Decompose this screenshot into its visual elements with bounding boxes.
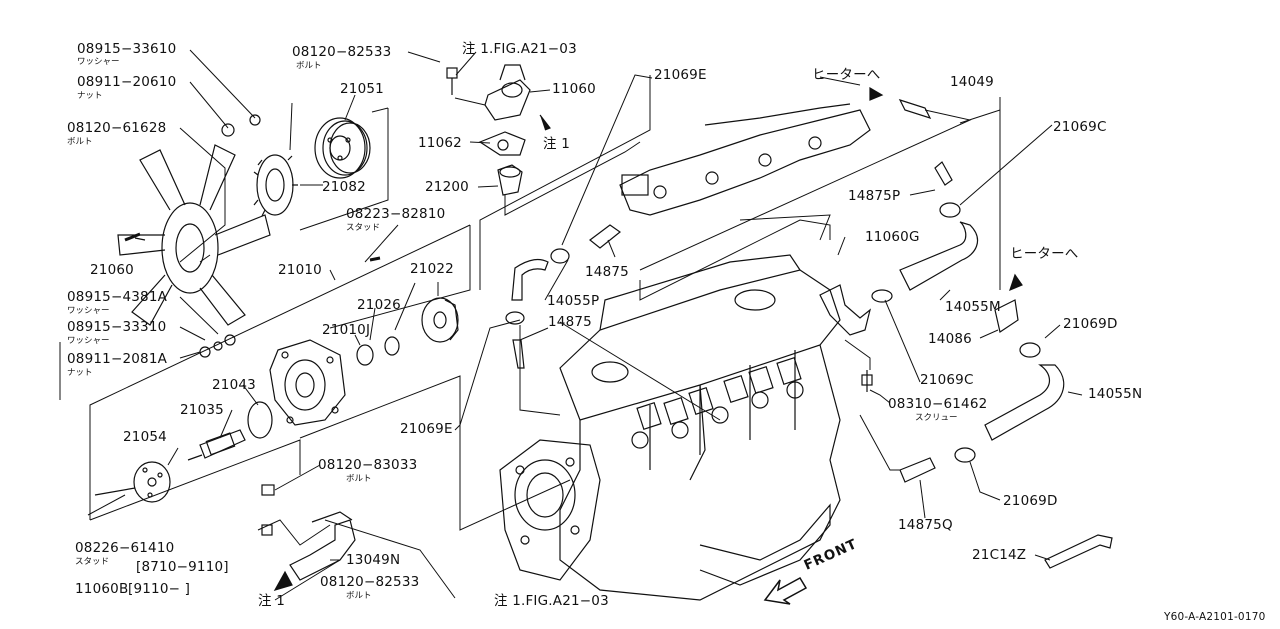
sublabel-nut-2: ナット [67, 368, 93, 378]
fitting-14875Q [899, 457, 936, 483]
stud-08226 [94, 487, 136, 496]
label-08120-82533-top: 08120−82533 [292, 44, 392, 60]
label-21C14Z: 21C14Z [972, 547, 1027, 563]
gasket-21043 [247, 401, 273, 439]
label-14049: 14049 [950, 74, 994, 90]
label-11062: 11062 [418, 135, 462, 151]
fitting-14875-b [512, 339, 525, 369]
label-note1-fig-bottom: 注 1.FIG.A21−03 [494, 593, 609, 609]
label-21010J: 21010J [322, 322, 371, 338]
pump-shaft [187, 429, 246, 461]
cooling-fan [117, 144, 271, 326]
hose-14055P [511, 258, 549, 301]
sublabel-washer-3: ワッシャー [67, 336, 110, 346]
label-11060G: 11060G [865, 229, 920, 245]
label-08120-61628: 08120−61628 [67, 120, 167, 136]
seal-21010J [356, 344, 374, 366]
label-08120-83033: 08120−83033 [318, 457, 418, 473]
label-heater-1: ヒーターへ [812, 67, 881, 83]
label-08915-33310: 08915−33310 [67, 319, 167, 335]
water-pump-pulley [314, 117, 371, 179]
label-08911-2081A: 08911−2081A [67, 351, 168, 367]
label-11060: 11060 [552, 81, 596, 97]
label-14055P: 14055P [547, 293, 600, 309]
label-14875P: 14875P [848, 188, 901, 204]
water-pump [269, 339, 346, 426]
seal-21026 [384, 336, 400, 356]
label-note1-bottom: 注 1 [258, 593, 285, 609]
label-note1-mid: 注 1 [543, 136, 570, 152]
label-14055M: 14055M [945, 299, 1001, 315]
label-21082: 21082 [322, 179, 366, 195]
sublabel-nut: ナット [77, 91, 103, 101]
label-heater-2: ヒーターへ [1010, 246, 1079, 262]
impeller-21022 [421, 297, 459, 343]
label-13049N: 13049N [346, 552, 401, 568]
engine-block [499, 103, 871, 601]
water-outlet-13049N [289, 511, 356, 581]
front-arrow [763, 576, 808, 605]
label-08310-61462: 08310−61462 [888, 396, 988, 412]
label-21051: 21051 [340, 81, 384, 97]
sublabel-bolt-top: ボルト [296, 61, 322, 71]
label-21069C-top: 21069C [1053, 119, 1107, 135]
label-21060: 21060 [90, 262, 134, 278]
sublabel-washer: ワッシャー [77, 57, 120, 67]
label-21022: 21022 [410, 261, 454, 277]
sealant-tube [1044, 534, 1113, 569]
label-21054: 21054 [123, 429, 167, 445]
sublabel-stud-2: スタッド [75, 557, 110, 567]
pipe-11060G [819, 284, 872, 336]
label-range-8710-9110: [8710−9110] [136, 559, 229, 575]
hose-14055M [899, 221, 979, 291]
sublabel-washer-2: ワッシャー [67, 306, 110, 316]
label-08226-61410: 08226−61410 [75, 540, 175, 556]
label-14875-b: 14875 [548, 314, 592, 330]
label-21069E-top: 21069E [654, 67, 707, 83]
label-08911-20610: 08911−20610 [77, 74, 177, 90]
label-08223-82810: 08223−82810 [346, 206, 446, 222]
label-note1-fig-top: 注 1.FIG.A21−03 [462, 41, 577, 57]
fan-clutch [253, 154, 298, 217]
label-14875Q: 14875Q [898, 517, 953, 533]
label-21010: 21010 [278, 262, 322, 278]
label-21069C-mid: 21069C [920, 372, 974, 388]
fitting-14875 [589, 224, 622, 249]
heater-connector-14049 [898, 98, 932, 120]
label-21043: 21043 [212, 377, 256, 393]
sublabel-bolt: ボルト [67, 137, 93, 147]
label-21069E-mid: 21069E [400, 421, 453, 437]
label-21026: 21026 [357, 297, 401, 313]
leader-lines [59, 49, 1083, 601]
label-08120-82533-bottom: 08120−82533 [320, 574, 420, 590]
fitting-14875P [934, 161, 953, 186]
pump-flange [133, 461, 171, 503]
thermostat-housing [478, 64, 531, 196]
label-21200: 21200 [425, 179, 469, 195]
hose-14055N [984, 364, 1065, 441]
label-14086: 14086 [928, 331, 972, 347]
sublabel-stud: スタッド [346, 223, 381, 233]
label-14875: 14875 [585, 264, 629, 280]
sublabel-bolt-mid: ボルト [346, 474, 372, 484]
label-21069D-top: 21069D [1063, 316, 1118, 332]
sublabel-screw: スクリュー [915, 413, 958, 423]
diagram-code: Y60-A-A2101-0170 [1164, 611, 1266, 623]
label-11060B: 11060B [75, 581, 129, 597]
label-14055N: 14055N [1088, 386, 1143, 402]
sublabel-bolt-bottom: ボルト [346, 591, 372, 601]
label-08915-4381A: 08915−4381A [67, 289, 168, 305]
label-range-9110: [9110− ] [128, 581, 191, 597]
label-21069D-bottom: 21069D [1003, 493, 1058, 509]
valve-14086 [994, 299, 1019, 333]
label-21035: 21035 [180, 402, 224, 418]
label-08915-33610: 08915−33610 [77, 41, 177, 57]
